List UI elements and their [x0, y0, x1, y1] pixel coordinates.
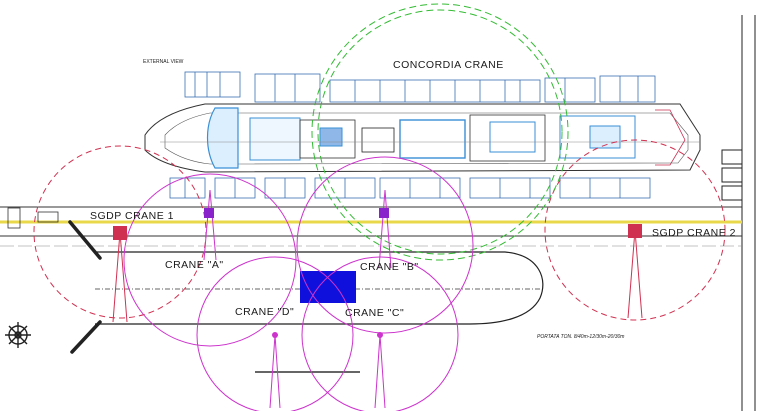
- ship-hull: [144, 103, 701, 173]
- label-crane-b: CRANE "B": [360, 261, 419, 273]
- label-crane-c: CRANE "C": [345, 307, 404, 319]
- ship-wheel-icon: [5, 322, 31, 348]
- crane-booms: [112, 189, 643, 409]
- crane-reach-circles: [123, 156, 474, 411]
- barge-deck-block: [300, 271, 356, 303]
- concordia-reach-circles: [311, 3, 569, 261]
- building-outline: [721, 15, 756, 411]
- label-crane-d: CRANE "D": [235, 306, 294, 318]
- label-sgdp-crane-2: SGDP CRANE 2: [652, 227, 736, 239]
- gate-arms: [68, 220, 102, 354]
- container-row-bottom: [169, 177, 651, 199]
- view-label: EXTERNAL VIEW: [143, 59, 184, 65]
- title: CONCORDIA CRANE: [393, 59, 504, 71]
- crane-bases: [113, 208, 642, 338]
- container-row-top: [184, 71, 656, 103]
- label-crane-a: CRANE "A": [165, 259, 224, 271]
- sgdp-reach-circles: [33, 139, 726, 321]
- label-sgdp-crane-1: SGDP CRANE 1: [90, 210, 174, 222]
- capacity-note: PORTATA TON. 8/40m-12/30m-20/30m: [537, 334, 624, 340]
